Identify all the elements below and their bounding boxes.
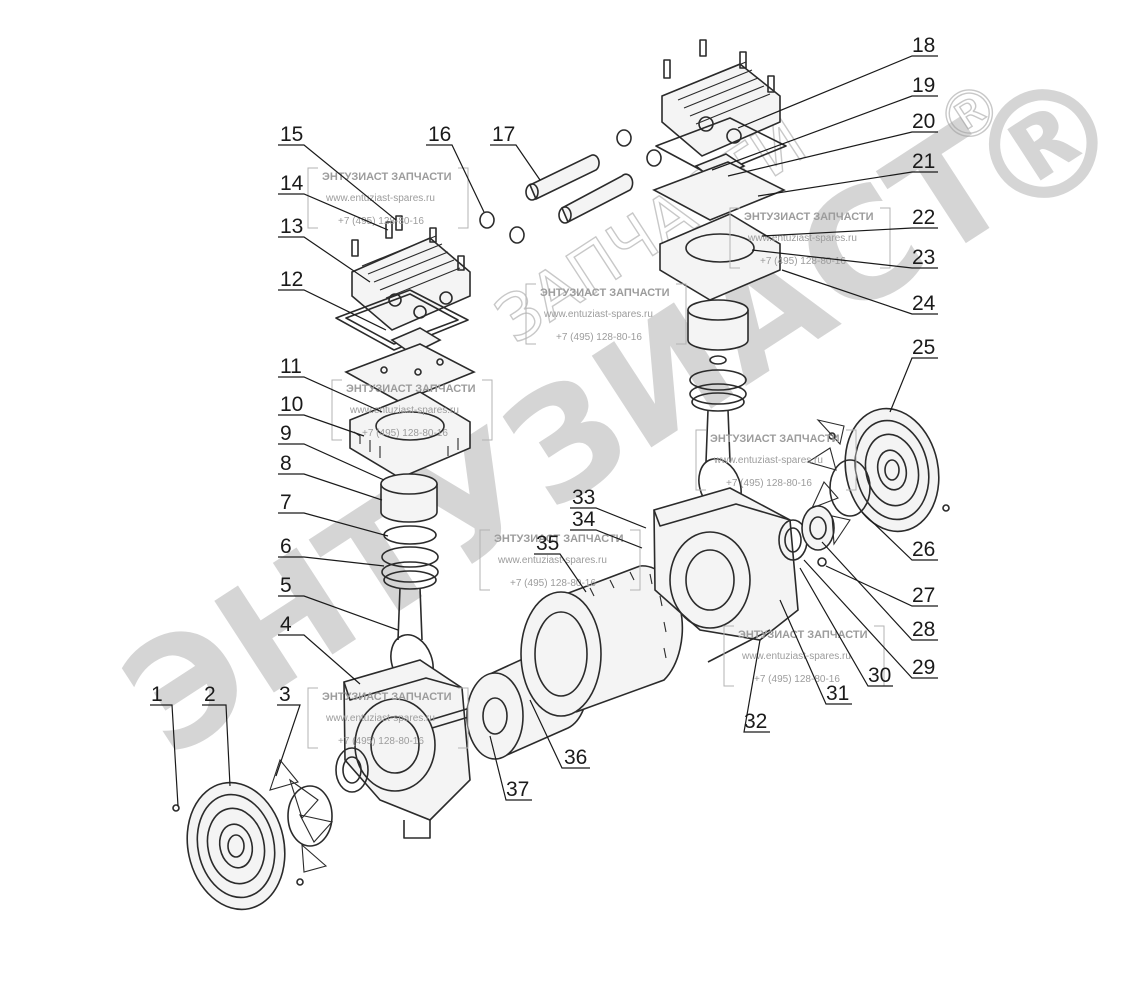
stamp-2: ЭНТУЗИАСТ ЗАПЧАСТИ www.entuziast-spares.… bbox=[525, 283, 687, 345]
callout-27: 27 bbox=[912, 584, 935, 607]
stamp-5-line2: www.entuziast-spares.ru bbox=[713, 455, 823, 466]
transfer-tubes bbox=[479, 129, 662, 244]
stamp-3-line2: www.entuziast-spares.ru bbox=[349, 405, 459, 416]
callout-22: 22 bbox=[912, 206, 935, 229]
callout-11: 11 bbox=[280, 355, 302, 378]
callout-21: 21 bbox=[912, 150, 935, 173]
stamp-4: ЭНТУЗИАСТ ЗАПЧАСТИ www.entuziast-spares.… bbox=[729, 207, 891, 269]
callout-9: 9 bbox=[280, 422, 292, 445]
callout-16: 16 bbox=[428, 123, 451, 146]
stamp-5-line3: +7 (495) 128-80-16 bbox=[726, 478, 812, 489]
callout-3: 3 bbox=[279, 683, 291, 706]
left-crankcase bbox=[343, 659, 471, 839]
callout-33: 33 bbox=[572, 486, 595, 509]
callout-5: 5 bbox=[280, 574, 292, 597]
stamp-8-line3: +7 (495) 128-80-16 bbox=[338, 736, 424, 747]
callout-1: 1 bbox=[151, 683, 163, 706]
left-fan-assembly bbox=[172, 758, 334, 911]
callout-25: 25 bbox=[912, 336, 935, 359]
callout-30: 30 bbox=[868, 664, 891, 687]
callout-10: 10 bbox=[280, 393, 303, 416]
callout-8: 8 bbox=[280, 452, 292, 475]
left-cylinder-head bbox=[351, 215, 471, 331]
stamp-6-line3: +7 (495) 128-80-16 bbox=[510, 578, 596, 589]
stamp-1: ЭНТУЗИАСТ ЗАПЧАСТИ www.entuziast-spares.… bbox=[307, 167, 469, 229]
watermark-stamps: ЭНТУЗИАСТ ЗАПЧАСТИ www.entuziast-spares.… bbox=[307, 167, 891, 749]
stamp-8-line1: ЭНТУЗИАСТ ЗАПЧАСТИ bbox=[322, 691, 452, 703]
callout-36: 36 bbox=[564, 746, 587, 769]
callout-20: 20 bbox=[912, 110, 935, 133]
stamp-4-line1: ЭНТУЗИАСТ ЗАПЧАСТИ bbox=[744, 211, 874, 223]
callout-34: 34 bbox=[572, 508, 596, 531]
right-assembly bbox=[652, 39, 835, 663]
callout-32: 32 bbox=[744, 710, 767, 733]
stamp-1-line1: ЭНТУЗИАСТ ЗАПЧАСТИ bbox=[322, 171, 452, 183]
stamp-2-line2: www.entuziast-spares.ru bbox=[543, 309, 653, 320]
stamp-2-line1: ЭНТУЗИАСТ ЗАПЧАСТИ bbox=[540, 287, 670, 299]
callout-24: 24 bbox=[912, 292, 936, 315]
stamp-7-line2: www.entuziast-spares.ru bbox=[741, 651, 851, 662]
stamp-7: ЭНТУЗИАСТ ЗАПЧАСТИ www.entuziast-spares.… bbox=[723, 625, 885, 687]
callout-23: 23 bbox=[912, 246, 935, 269]
left-assembly bbox=[335, 215, 476, 839]
callout-17: 17 bbox=[492, 123, 515, 146]
stamp-6-line1: ЭНТУЗИАСТ ЗАПЧАСТИ bbox=[494, 533, 624, 545]
stamp-4-line2: www.entuziast-spares.ru bbox=[747, 233, 857, 244]
callout-35: 35 bbox=[536, 532, 559, 555]
motor bbox=[429, 565, 684, 760]
callout-26: 26 bbox=[912, 538, 935, 561]
stamp-3-line1: ЭНТУЗИАСТ ЗАПЧАСТИ bbox=[346, 383, 476, 395]
stamp-5: ЭНТУЗИАСТ ЗАПЧАСТИ www.entuziast-spares.… bbox=[695, 429, 857, 491]
callout-19: 19 bbox=[912, 74, 935, 97]
callout-37: 37 bbox=[506, 778, 529, 801]
callout-leaders bbox=[150, 55, 938, 807]
stamp-3-line3: +7 (495) 128-80-16 bbox=[362, 428, 448, 439]
callout-4: 4 bbox=[280, 613, 292, 636]
stamp-6: ЭНТУЗИАСТ ЗАПЧАСТИ www.entuziast-spares.… bbox=[479, 529, 641, 591]
stamp-1-line2: www.entuziast-spares.ru bbox=[325, 193, 435, 204]
callout-numbers: 1 2 3 4 5 6 7 8 9 10 11 12 13 14 15 16 1… bbox=[151, 34, 936, 801]
left-cylinder-block bbox=[349, 391, 471, 479]
callout-31: 31 bbox=[826, 682, 849, 705]
stamp-3: ЭНТУЗИАСТ ЗАПЧАСТИ www.entuziast-spares.… bbox=[331, 379, 493, 441]
stamp-4-line3: +7 (495) 128-80-16 bbox=[760, 256, 846, 267]
stamp-7-line3: +7 (495) 128-80-16 bbox=[754, 674, 840, 685]
stamp-8-line2: www.entuziast-spares.ru bbox=[325, 713, 435, 724]
callout-6: 6 bbox=[280, 535, 292, 558]
stamp-7-line1: ЭНТУЗИАСТ ЗАПЧАСТИ bbox=[738, 629, 868, 641]
callout-2: 2 bbox=[204, 683, 216, 706]
stamp-6-line2: www.entuziast-spares.ru bbox=[497, 555, 607, 566]
stamp-2-line3: +7 (495) 128-80-16 bbox=[556, 332, 642, 343]
stamp-8: ЭНТУЗИАСТ ЗАПЧАСТИ www.entuziast-spares.… bbox=[307, 687, 469, 749]
stamp-5-line1: ЭНТУЗИАСТ ЗАПЧАСТИ bbox=[710, 433, 840, 445]
callout-29: 29 bbox=[912, 656, 935, 679]
callout-15: 15 bbox=[280, 123, 303, 146]
right-fan-assembly bbox=[806, 407, 950, 546]
callout-13: 13 bbox=[280, 215, 303, 238]
callout-12: 12 bbox=[280, 268, 303, 291]
stamp-1-line3: +7 (495) 128-80-16 bbox=[338, 216, 424, 227]
callout-18: 18 bbox=[912, 34, 935, 57]
callout-7: 7 bbox=[280, 491, 292, 514]
callout-28: 28 bbox=[912, 618, 935, 641]
callout-14: 14 bbox=[280, 172, 304, 195]
